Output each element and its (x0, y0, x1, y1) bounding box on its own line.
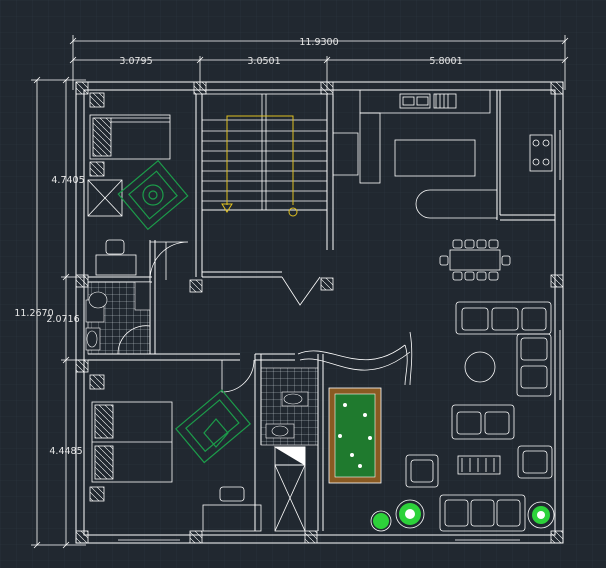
dim-overall-height: 11.2670 (14, 308, 53, 319)
living-sofa-small (405, 404, 553, 532)
bedroom-1-furniture (87, 92, 171, 276)
bedroom-2-furniture (89, 374, 262, 532)
pool-table (328, 387, 382, 484)
shaft (273, 446, 306, 532)
windows (118, 130, 561, 541)
dim-segment-3: 5.8001 (429, 56, 462, 67)
dim-segment-2: 3.0501 (247, 56, 280, 67)
bedroom-2-rug (175, 389, 252, 464)
plants (370, 499, 555, 532)
kitchen (359, 90, 553, 219)
bathroom-2 (260, 367, 319, 446)
dining-table (439, 239, 511, 281)
stair-direction-arrow (221, 115, 298, 217)
living-sofa-l (455, 301, 552, 397)
staircase (201, 93, 328, 211)
dim-left-1: 4.7405 (51, 175, 84, 186)
bedroom-1-rug (117, 159, 189, 231)
dim-left-3: 4.4485 (49, 446, 82, 457)
dim-segment-1: 3.0795 (119, 56, 152, 67)
exterior-walls (75, 81, 564, 544)
dim-left-2: 2.0716 (46, 314, 79, 325)
dim-overall-width: 11.9300 (299, 37, 338, 48)
bathroom-1 (85, 281, 151, 355)
